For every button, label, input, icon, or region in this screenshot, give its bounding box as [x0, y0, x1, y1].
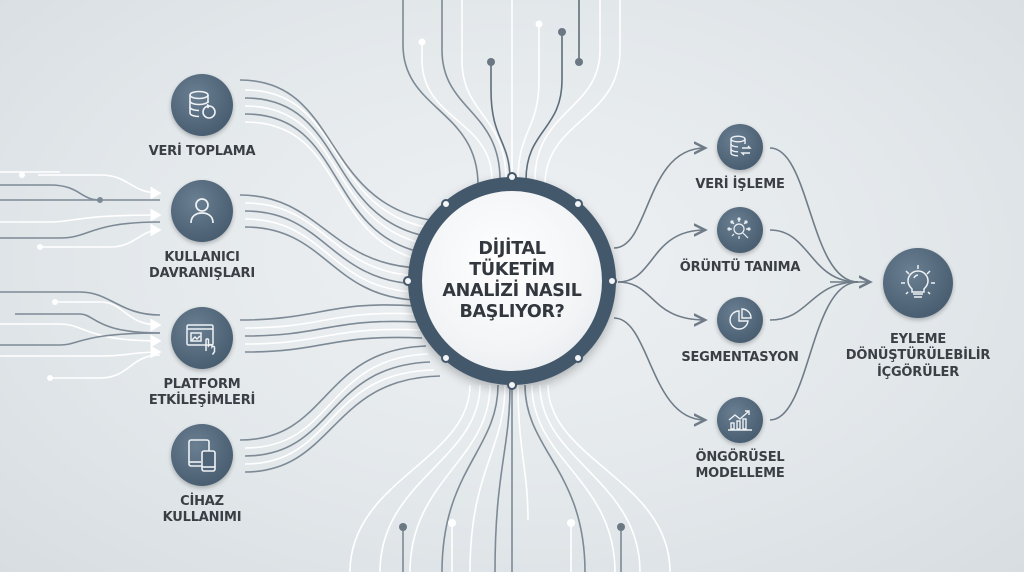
input-node-device-usage: CİHAZ KULLANIMI [140, 424, 264, 526]
hub-connector-dot [607, 276, 617, 286]
hub-inner: DİJİTAL TÜKETİM ANALİZİ NASIL BAŞLIYOR? [422, 191, 602, 371]
input-label: VERİ TOPLAMA [148, 144, 256, 159]
output-node-actionable-insights: EYLEME DÖNÜŞTÜRÜLEBİLİR İÇGÖRÜLER [845, 248, 991, 381]
input-label: KULLANICI DAVRANIŞLARI [149, 250, 255, 281]
input-label: PLATFORM ETKİLEŞİMLERİ [148, 377, 256, 408]
hub-connector-dot [441, 353, 451, 363]
lightbulb-icon [883, 248, 953, 318]
process-label: ÖNGÖRÜSEL MODELLEME [695, 450, 785, 481]
database-transfer-icon [717, 124, 763, 170]
process-node-segmentation: SEGMENTASYON [670, 297, 810, 366]
hub-title: DİJİTAL TÜKETİM ANALİZİ NASIL BAŞLIYOR? [442, 239, 582, 322]
hub-connector-dot [403, 276, 413, 286]
input-label: CİHAZ KULLANIMI [162, 494, 242, 525]
hub-connector-dot [573, 199, 583, 209]
hub-connector-dot [573, 353, 583, 363]
hub-connector-dot [507, 380, 517, 390]
process-label: ÖRÜNTÜ TANIMA [679, 260, 801, 275]
pie-chart-icon [717, 297, 763, 343]
process-label: SEGMENTASYON [681, 350, 799, 365]
process-label: VERİ İŞLEME [695, 177, 785, 192]
user-icon [171, 180, 233, 242]
input-node-user-behavior: KULLANICI DAVRANIŞLARI [140, 180, 264, 282]
database-sync-icon [171, 74, 233, 136]
trend-chart-icon [717, 397, 763, 443]
central-hub: DİJİTAL TÜKETİM ANALİZİ NASIL BAŞLIYOR? [403, 172, 617, 390]
devices-icon [171, 424, 233, 486]
process-node-predictive-modeling: ÖNGÖRÜSEL MODELLEME [670, 397, 810, 482]
input-node-data-collection: VERİ TOPLAMA [140, 74, 264, 160]
pattern-search-icon [717, 207, 763, 253]
process-node-pattern-recognition: ÖRÜNTÜ TANIMA [670, 207, 810, 276]
browser-click-icon [171, 307, 233, 369]
output-label: EYLEME DÖNÜŞTÜRÜLEBİLİR İÇGÖRÜLER [845, 332, 991, 380]
input-node-platform-interactions: PLATFORM ETKİLEŞİMLERİ [140, 307, 264, 409]
process-node-data-processing: VERİ İŞLEME [670, 124, 810, 193]
hub-connector-dot [441, 199, 451, 209]
hub-connector-dot [507, 172, 517, 182]
